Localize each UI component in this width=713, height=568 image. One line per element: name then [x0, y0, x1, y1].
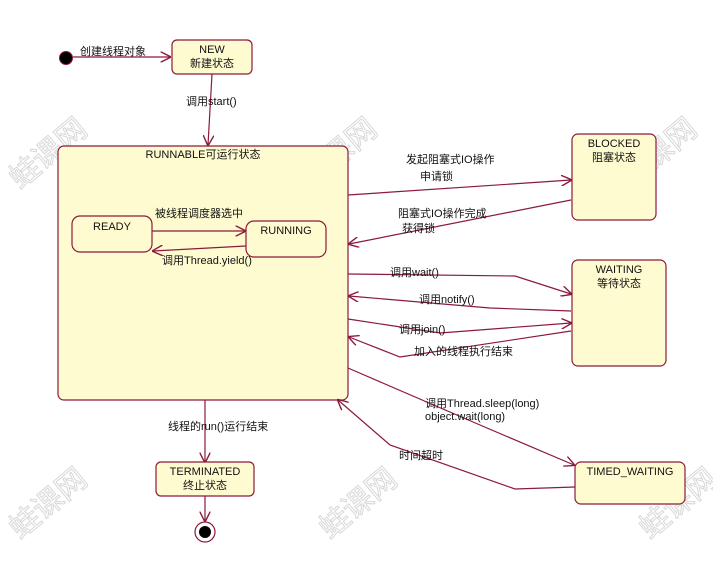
state-waiting-desc: 等待状态 [597, 276, 641, 290]
state-runnable-title: RUNNABLE可运行状态 [146, 147, 261, 161]
sleep-label-2: object.wait(long) [425, 411, 505, 423]
io-start-edge [347, 180, 571, 196]
state-new-desc: 新建状态 [190, 56, 234, 70]
state-ready [71, 215, 153, 253]
state-timed-waiting [574, 461, 686, 505]
yield-edge [153, 246, 247, 251]
final-node [199, 526, 211, 538]
wait-label: 调用wait() [390, 266, 439, 279]
state-timed-waiting-name: TIMED_WAITING [587, 466, 674, 478]
state-running-name: RUNNING [260, 225, 311, 237]
state-waiting [571, 259, 667, 367]
io-done-label-2: 获得锁 [402, 221, 435, 235]
state-new-name: NEW [199, 44, 225, 56]
notify-label: 调用notify() [419, 293, 475, 306]
run-end-label: 线程的run()运行结束 [168, 419, 268, 433]
state-running [245, 220, 327, 258]
timeout-label: 时间超时 [399, 448, 443, 462]
join-label: 调用join() [399, 323, 445, 336]
sleep-label-1: 调用Thread.sleep(long) [425, 397, 539, 410]
io-done-label-1: 阻塞式IO操作完成 [398, 206, 487, 220]
start-edge [208, 73, 212, 145]
sleep-edge [347, 367, 574, 465]
scheduler-label: 被线程调度器选中 [155, 206, 243, 220]
join-end-label: 加入的线程执行结束 [414, 344, 513, 358]
notify-edge [349, 296, 572, 312]
state-terminated-name: TERMINATED [170, 466, 241, 478]
start-label: 调用start() [186, 95, 237, 108]
yield-label: 调用Thread.yield() [162, 254, 252, 267]
watermark: 蛙课网 [3, 461, 94, 546]
create-label: 创建线程对象 [80, 44, 146, 58]
state-blocked-name: BLOCKED [588, 138, 641, 150]
io-start-label-2: 申请锁 [420, 169, 453, 183]
join-end-edge [349, 330, 572, 358]
watermark: 蛙课网 [313, 461, 404, 546]
join-edge [347, 319, 571, 334]
io-done-edge [349, 199, 572, 244]
state-blocked-desc: 阻塞状态 [592, 150, 636, 164]
state-ready-name: READY [93, 221, 132, 233]
io-start-label-1: 发起阻塞式IO操作 [406, 152, 495, 166]
state-waiting-name: WAITING [596, 264, 643, 276]
initial-node [59, 51, 73, 65]
wait-edge [347, 273, 571, 294]
state-runnable [57, 145, 349, 401]
state-terminated-desc: 终止状态 [183, 478, 227, 492]
timeout-edge [338, 400, 576, 490]
